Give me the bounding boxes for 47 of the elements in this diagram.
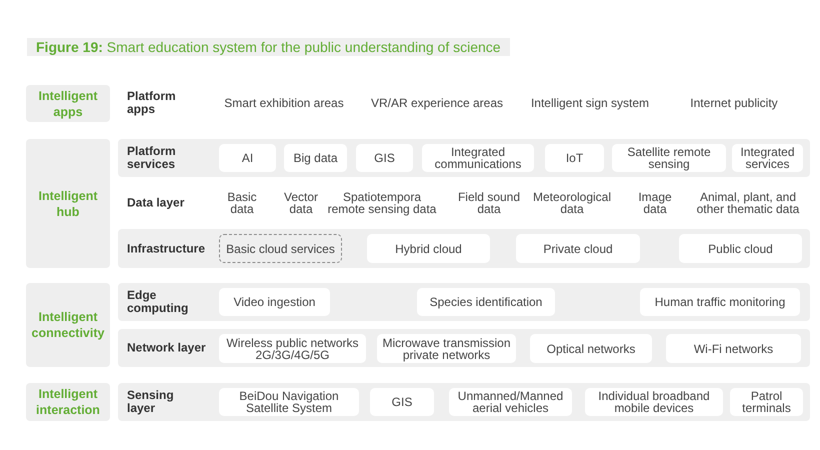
item-label: Field sound data [456, 191, 522, 215]
category-panel: Intelligent hub [26, 139, 110, 268]
item-label: Vector data [282, 191, 320, 215]
item-label: VR/AR experience areas [370, 97, 504, 109]
component-card: Patrol terminals [730, 388, 803, 416]
item-label: Image data [637, 191, 673, 215]
component-card: AI [219, 144, 276, 172]
item-label: Meteorological data [532, 191, 612, 215]
component-card: Integrated services [732, 144, 803, 172]
component-card: Private cloud [516, 234, 640, 263]
layer-heading: Edge computing [127, 289, 190, 315]
layer-heading: Sensing layer [127, 389, 175, 415]
component-card: Microwave transmission private networks [377, 334, 516, 363]
layer-heading: Infrastructure [127, 242, 206, 255]
component-card: BeiDou Navigation Satellite System [219, 388, 359, 416]
item-label: Basic data [226, 191, 258, 215]
component-card: Individual broadband mobile devices [585, 388, 723, 416]
item-label: Internet publicity [689, 97, 779, 109]
component-card: Wireless public networks 2G/3G/4G/5G [219, 334, 366, 363]
item-label: Animal, plant, and other thematic data [696, 191, 800, 215]
component-card: Integrated communications [422, 144, 534, 172]
component-card: GIS [370, 388, 434, 416]
layer-band [118, 229, 810, 268]
component-card: Video ingestion [219, 288, 330, 316]
component-card: Human traffic monitoring [640, 288, 800, 316]
row-heading: Platform apps [127, 90, 177, 116]
figure-title: Figure 19: Smart education system for the public understanding of science [27, 38, 510, 56]
dashed-component-card: Basic cloud services [219, 234, 342, 263]
component-card: IoT [545, 144, 604, 172]
component-card: Satellite remote sensing [612, 144, 726, 172]
component-card: GIS [356, 144, 413, 172]
item-label: Smart exhibition areas [223, 97, 345, 109]
component-card: Public cloud [679, 234, 802, 263]
component-card: Hybrid cloud [367, 234, 490, 263]
component-card: Big data [284, 144, 347, 172]
category-panel: Intelligent apps [26, 85, 110, 122]
item-label: Intelligent sign system [530, 97, 650, 109]
layer-heading: Platform services [127, 145, 177, 171]
category-panel: Intelligent interaction [26, 383, 110, 421]
component-card: Wi-Fi networks [666, 334, 801, 363]
component-card: Optical networks [530, 334, 652, 363]
category-panel: Intelligent connectivity [26, 283, 110, 367]
component-card: Unmanned/Manned aerial vehicles [449, 388, 572, 416]
component-card: Species identification [417, 288, 555, 316]
item-label: Spatiotempora remote sensing data [326, 191, 438, 215]
row-heading: Data layer [127, 196, 186, 210]
layer-heading: Network layer [127, 342, 207, 354]
